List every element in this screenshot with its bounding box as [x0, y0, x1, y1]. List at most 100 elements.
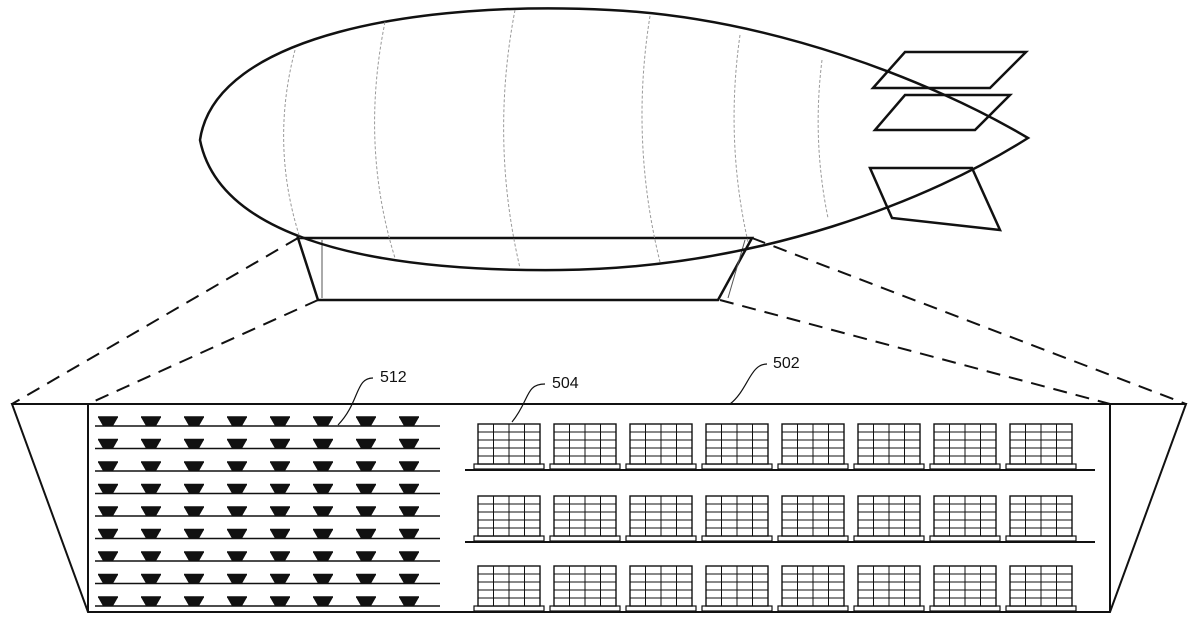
inventory-rack-area [465, 423, 1095, 612]
projection-line-left-inner [87, 299, 319, 405]
fin-top-upper [870, 50, 1030, 90]
shelf-item [313, 507, 333, 516]
shelf-item [227, 507, 247, 516]
shelf-item [141, 552, 161, 561]
fin-top-lower [872, 93, 1014, 132]
envelope-outline [198, 7, 1031, 272]
shelf-item [184, 462, 204, 471]
shelf-item [270, 417, 290, 426]
rack-base [473, 605, 545, 612]
shelf-item [270, 597, 290, 606]
shelf-item [356, 440, 376, 448]
shelf-item [270, 552, 290, 561]
shelf-item [313, 417, 333, 426]
shelf-item [227, 597, 247, 606]
rack-base [473, 463, 545, 470]
shelf-item [141, 575, 161, 583]
fin-bottom [868, 166, 1003, 232]
label-504: 504 [552, 375, 579, 392]
rack-base [853, 535, 925, 542]
shelf-item [399, 552, 419, 561]
shelf-item [356, 417, 376, 426]
rack-base [929, 463, 1001, 470]
projection-line-right-outer [751, 237, 1187, 405]
shelf-item [184, 485, 204, 493]
shelf-item [141, 507, 161, 516]
shelf-item [98, 507, 118, 516]
shelf-item [184, 417, 204, 426]
envelope-seam [733, 34, 749, 243]
leader-line-504 [511, 383, 546, 423]
shelf-item [270, 575, 290, 583]
rack-base [777, 535, 849, 542]
shelf-item [184, 507, 204, 516]
shelf-item [356, 597, 376, 606]
rack-base [625, 463, 697, 470]
shelf-item [184, 552, 204, 561]
shelf-item [313, 597, 333, 606]
envelope-seam [641, 15, 661, 263]
shelf-item [356, 575, 376, 583]
shelf-item [141, 417, 161, 426]
shelf-item [227, 575, 247, 583]
rack-base [853, 605, 925, 612]
envelope-seam [283, 49, 301, 239]
shelf-item [184, 597, 204, 606]
rack-base [929, 605, 1001, 612]
shelf-item [313, 530, 333, 538]
shelf-item [227, 440, 247, 448]
shelf-item [356, 462, 376, 471]
shelf-item [227, 485, 247, 493]
shelf-item [313, 575, 333, 583]
rack-base [701, 463, 773, 470]
rack-base [701, 535, 773, 542]
shelf-item [399, 530, 419, 538]
shelf-item [98, 485, 118, 493]
shelf-item [399, 507, 419, 516]
envelope-seams [283, 9, 829, 269]
rack-base [929, 535, 1001, 542]
rack-base [777, 605, 849, 612]
shelf-item [141, 485, 161, 493]
drone-shelf-area [95, 416, 440, 607]
shelf-item [399, 417, 419, 426]
shelf-item [270, 485, 290, 493]
shelf-item [141, 597, 161, 606]
tail-fins [868, 50, 1030, 232]
reference-labels: 512 504 502 [337, 355, 800, 426]
label-512: 512 [380, 369, 407, 386]
envelope-seam [817, 59, 829, 219]
shelf-item [141, 462, 161, 471]
rack-base [1005, 605, 1077, 612]
shelf-item [399, 575, 419, 583]
envelope-seam [503, 9, 521, 269]
shelf-item [227, 530, 247, 538]
shelf-item [98, 530, 118, 538]
shelf-item [270, 507, 290, 516]
shelf-item [356, 530, 376, 538]
shelf-item [270, 462, 290, 471]
shelf-item [399, 485, 419, 493]
rack-base [1005, 535, 1077, 542]
shelf-item [98, 552, 118, 561]
shelf-item [227, 552, 247, 561]
leader-line-512 [337, 377, 374, 426]
projection-line-right-inner [719, 299, 1111, 405]
shelf-item [399, 440, 419, 448]
rack-base [549, 463, 621, 470]
gondola-edge-right [727, 239, 746, 299]
leader-line-502 [729, 363, 768, 405]
shelf-item [313, 552, 333, 561]
rack-base [625, 605, 697, 612]
shelf-item [313, 440, 333, 448]
shelf-item [98, 417, 118, 426]
rack-base [1005, 463, 1077, 470]
shelf-item [141, 440, 161, 448]
label-502: 502 [773, 355, 800, 372]
shelf-item [98, 440, 118, 448]
shelf-item [356, 485, 376, 493]
shelf-item [184, 575, 204, 583]
rack-base [853, 463, 925, 470]
shelf-item [270, 530, 290, 538]
